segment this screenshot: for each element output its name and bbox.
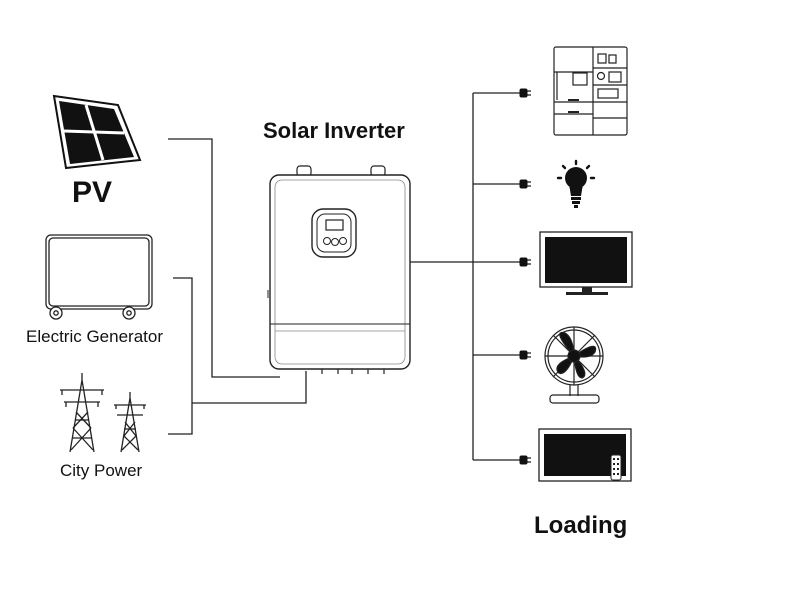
inverter-display <box>311 208 357 258</box>
monitor-icon <box>539 231 633 295</box>
wires <box>168 92 520 461</box>
plug-icon <box>519 455 531 465</box>
loads-label: Loading <box>534 512 628 539</box>
inverter-title: Solar Inverter <box>263 118 405 143</box>
refrigerator-icon <box>553 46 628 136</box>
pv-wire <box>168 138 280 378</box>
generator-icon <box>45 234 153 320</box>
plug-icon <box>519 350 531 360</box>
tv-icon <box>538 428 632 482</box>
light-bulb-icon <box>556 159 596 208</box>
inverter-terminals <box>321 369 385 374</box>
fan-icon <box>544 326 604 404</box>
plug-icons <box>519 88 531 465</box>
plug-icon <box>519 88 531 98</box>
city-power-label: City Power <box>60 461 143 480</box>
plug-icon <box>519 179 531 189</box>
generator-label: Electric Generator <box>26 327 163 346</box>
solar-panel-icon <box>52 94 142 170</box>
generator-wire <box>168 277 193 435</box>
plug-icon <box>519 257 531 267</box>
power-tower-icon <box>60 373 146 453</box>
pv-label: PV <box>72 176 113 209</box>
city-wire <box>192 371 307 404</box>
inverter-icon <box>267 165 411 374</box>
